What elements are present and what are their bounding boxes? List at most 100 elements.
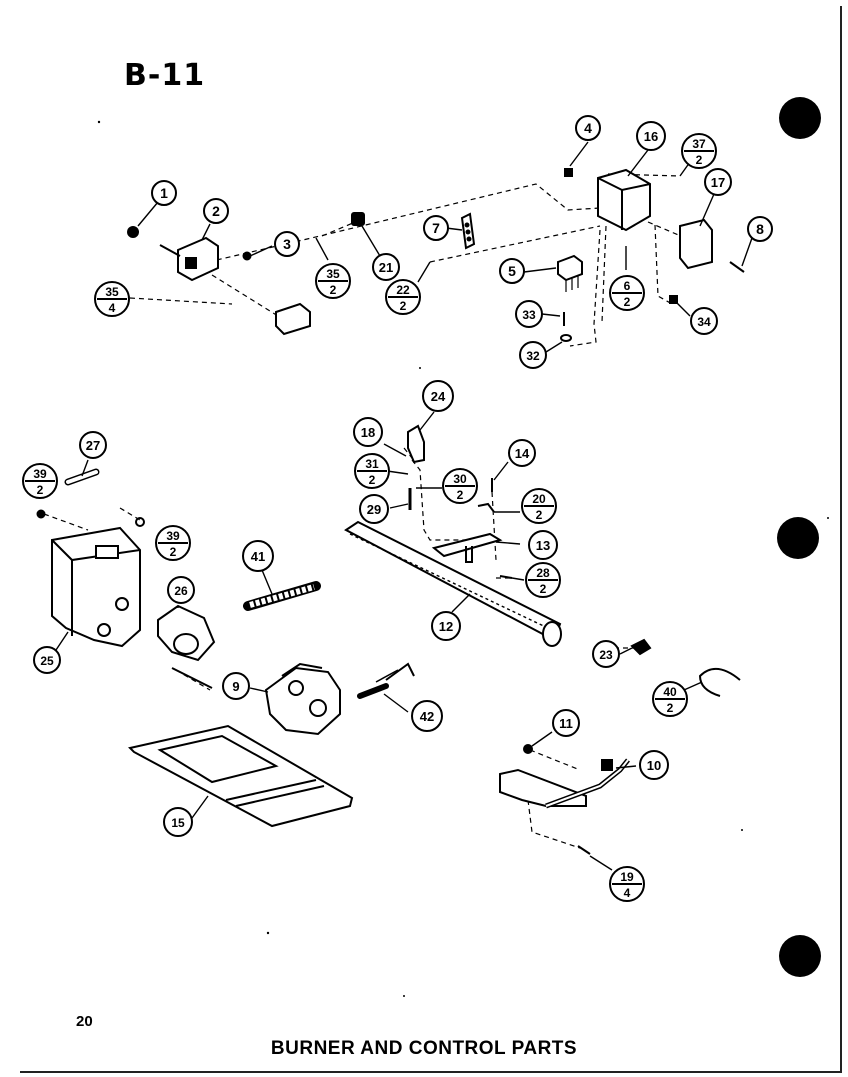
svg-text:37: 37 (692, 137, 706, 151)
diagram-caption: BURNER AND CONTROL PARTS (270, 1038, 578, 1059)
part-17-cover (679, 218, 713, 270)
svg-text:25: 25 (40, 654, 54, 668)
callout-7: 7 (423, 215, 449, 241)
svg-text:2: 2 (667, 701, 674, 715)
callout-1: 1 (151, 180, 177, 206)
part-15-base-plate (128, 724, 354, 828)
svg-text:4: 4 (584, 120, 592, 136)
part-20-clip (477, 502, 495, 513)
part-13-bracket (431, 532, 503, 558)
part-10-pilot-bracket (499, 768, 587, 807)
svg-text:33: 33 (522, 308, 536, 322)
callout-10: 10 (639, 750, 669, 780)
svg-text:39: 39 (166, 529, 180, 543)
part-23-fitting (630, 638, 652, 656)
part-clip (275, 302, 311, 336)
svg-text:7: 7 (432, 220, 440, 236)
qty-callout-31-2: 31 2 (354, 453, 390, 489)
qty-callout-39-2-right: 39 2 (155, 525, 191, 561)
binder-hole-bottom (779, 935, 821, 977)
svg-text:2: 2 (170, 545, 177, 559)
svg-text:28: 28 (536, 566, 550, 580)
callout-16: 16 (636, 121, 666, 151)
svg-text:11: 11 (559, 716, 573, 731)
svg-text:13: 13 (536, 538, 550, 553)
callout-14: 14 (508, 439, 536, 467)
part-3-washer (242, 251, 252, 261)
svg-text:41: 41 (251, 549, 265, 564)
part-11-nut (523, 744, 533, 754)
callout-3: 3 (274, 231, 300, 257)
svg-text:10: 10 (647, 758, 661, 773)
svg-text:35: 35 (105, 285, 119, 299)
part-1-nut (127, 226, 139, 238)
page-border-right (840, 6, 842, 1071)
svg-text:16: 16 (644, 129, 658, 144)
callout-25: 25 (33, 646, 61, 674)
callout-24: 24 (422, 380, 454, 412)
svg-text:19: 19 (620, 870, 634, 884)
svg-text:15: 15 (171, 816, 185, 830)
part-5-switch (557, 254, 583, 282)
page-border-bottom (20, 1071, 842, 1073)
qty-callout-19-4: 19 4 (609, 866, 645, 902)
callout-17: 17 (704, 168, 732, 196)
svg-text:14: 14 (515, 446, 530, 461)
svg-text:21: 21 (379, 260, 393, 275)
callout-32: 32 (519, 341, 547, 369)
part-39-screw (36, 509, 46, 519)
svg-text:23: 23 (599, 648, 613, 662)
svg-text:35: 35 (326, 267, 340, 281)
svg-text:2: 2 (457, 488, 464, 502)
qty-callout-35-2: 35 2 (315, 263, 351, 299)
svg-text:2: 2 (696, 153, 703, 167)
svg-text:22: 22 (396, 283, 410, 297)
svg-text:2: 2 (212, 203, 220, 219)
page-number: 20 (76, 1013, 93, 1030)
callout-41: 41 (242, 540, 274, 572)
callout-26: 26 (167, 576, 195, 604)
svg-text:20: 20 (532, 492, 546, 506)
svg-text:40: 40 (663, 685, 677, 699)
page-title: B-11 (124, 58, 206, 93)
scan-specks (97, 120, 829, 997)
svg-text:17: 17 (711, 175, 725, 190)
qty-callout-40-2: 40 2 (652, 681, 688, 717)
callout-12: 12 (431, 611, 461, 641)
qty-callout-6-2: 6 2 (609, 275, 645, 311)
part-21-nut (351, 212, 365, 226)
svg-text:26: 26 (174, 584, 188, 598)
part-12-burner (344, 520, 562, 642)
svg-text:2: 2 (37, 483, 44, 497)
part-19-screw (577, 845, 591, 855)
svg-text:6: 6 (624, 279, 631, 293)
callout-15: 15 (163, 807, 193, 837)
callout-2: 2 (203, 198, 229, 224)
svg-text:18: 18 (361, 425, 375, 440)
svg-text:2: 2 (400, 299, 407, 313)
svg-text:34: 34 (697, 315, 711, 329)
svg-text:27: 27 (86, 438, 100, 453)
part-8-screw (729, 261, 745, 273)
binder-hole-top (779, 97, 821, 139)
part-34-nut (669, 295, 678, 304)
svg-text:31: 31 (365, 457, 379, 471)
callout-23: 23 (592, 640, 620, 668)
svg-text:3: 3 (283, 236, 291, 252)
callout-group: 1 2 3 21 7 4 16 17 8 5 33 32 34 24 18 14… (33, 115, 773, 837)
callout-34: 34 (690, 307, 718, 335)
part-drawings (36, 168, 745, 855)
callout-leaders (55, 141, 753, 871)
svg-text:2: 2 (536, 508, 543, 522)
part-39-screw-b (135, 517, 145, 527)
qty-callout-35-4: 35 4 (94, 281, 130, 317)
svg-text:2: 2 (369, 473, 376, 487)
callout-9: 9 (222, 672, 250, 700)
part-2-bracket (177, 236, 219, 282)
callout-42: 42 (411, 700, 443, 732)
svg-text:29: 29 (367, 502, 381, 517)
callout-8: 8 (747, 216, 773, 242)
part-24-bracket (407, 424, 425, 464)
